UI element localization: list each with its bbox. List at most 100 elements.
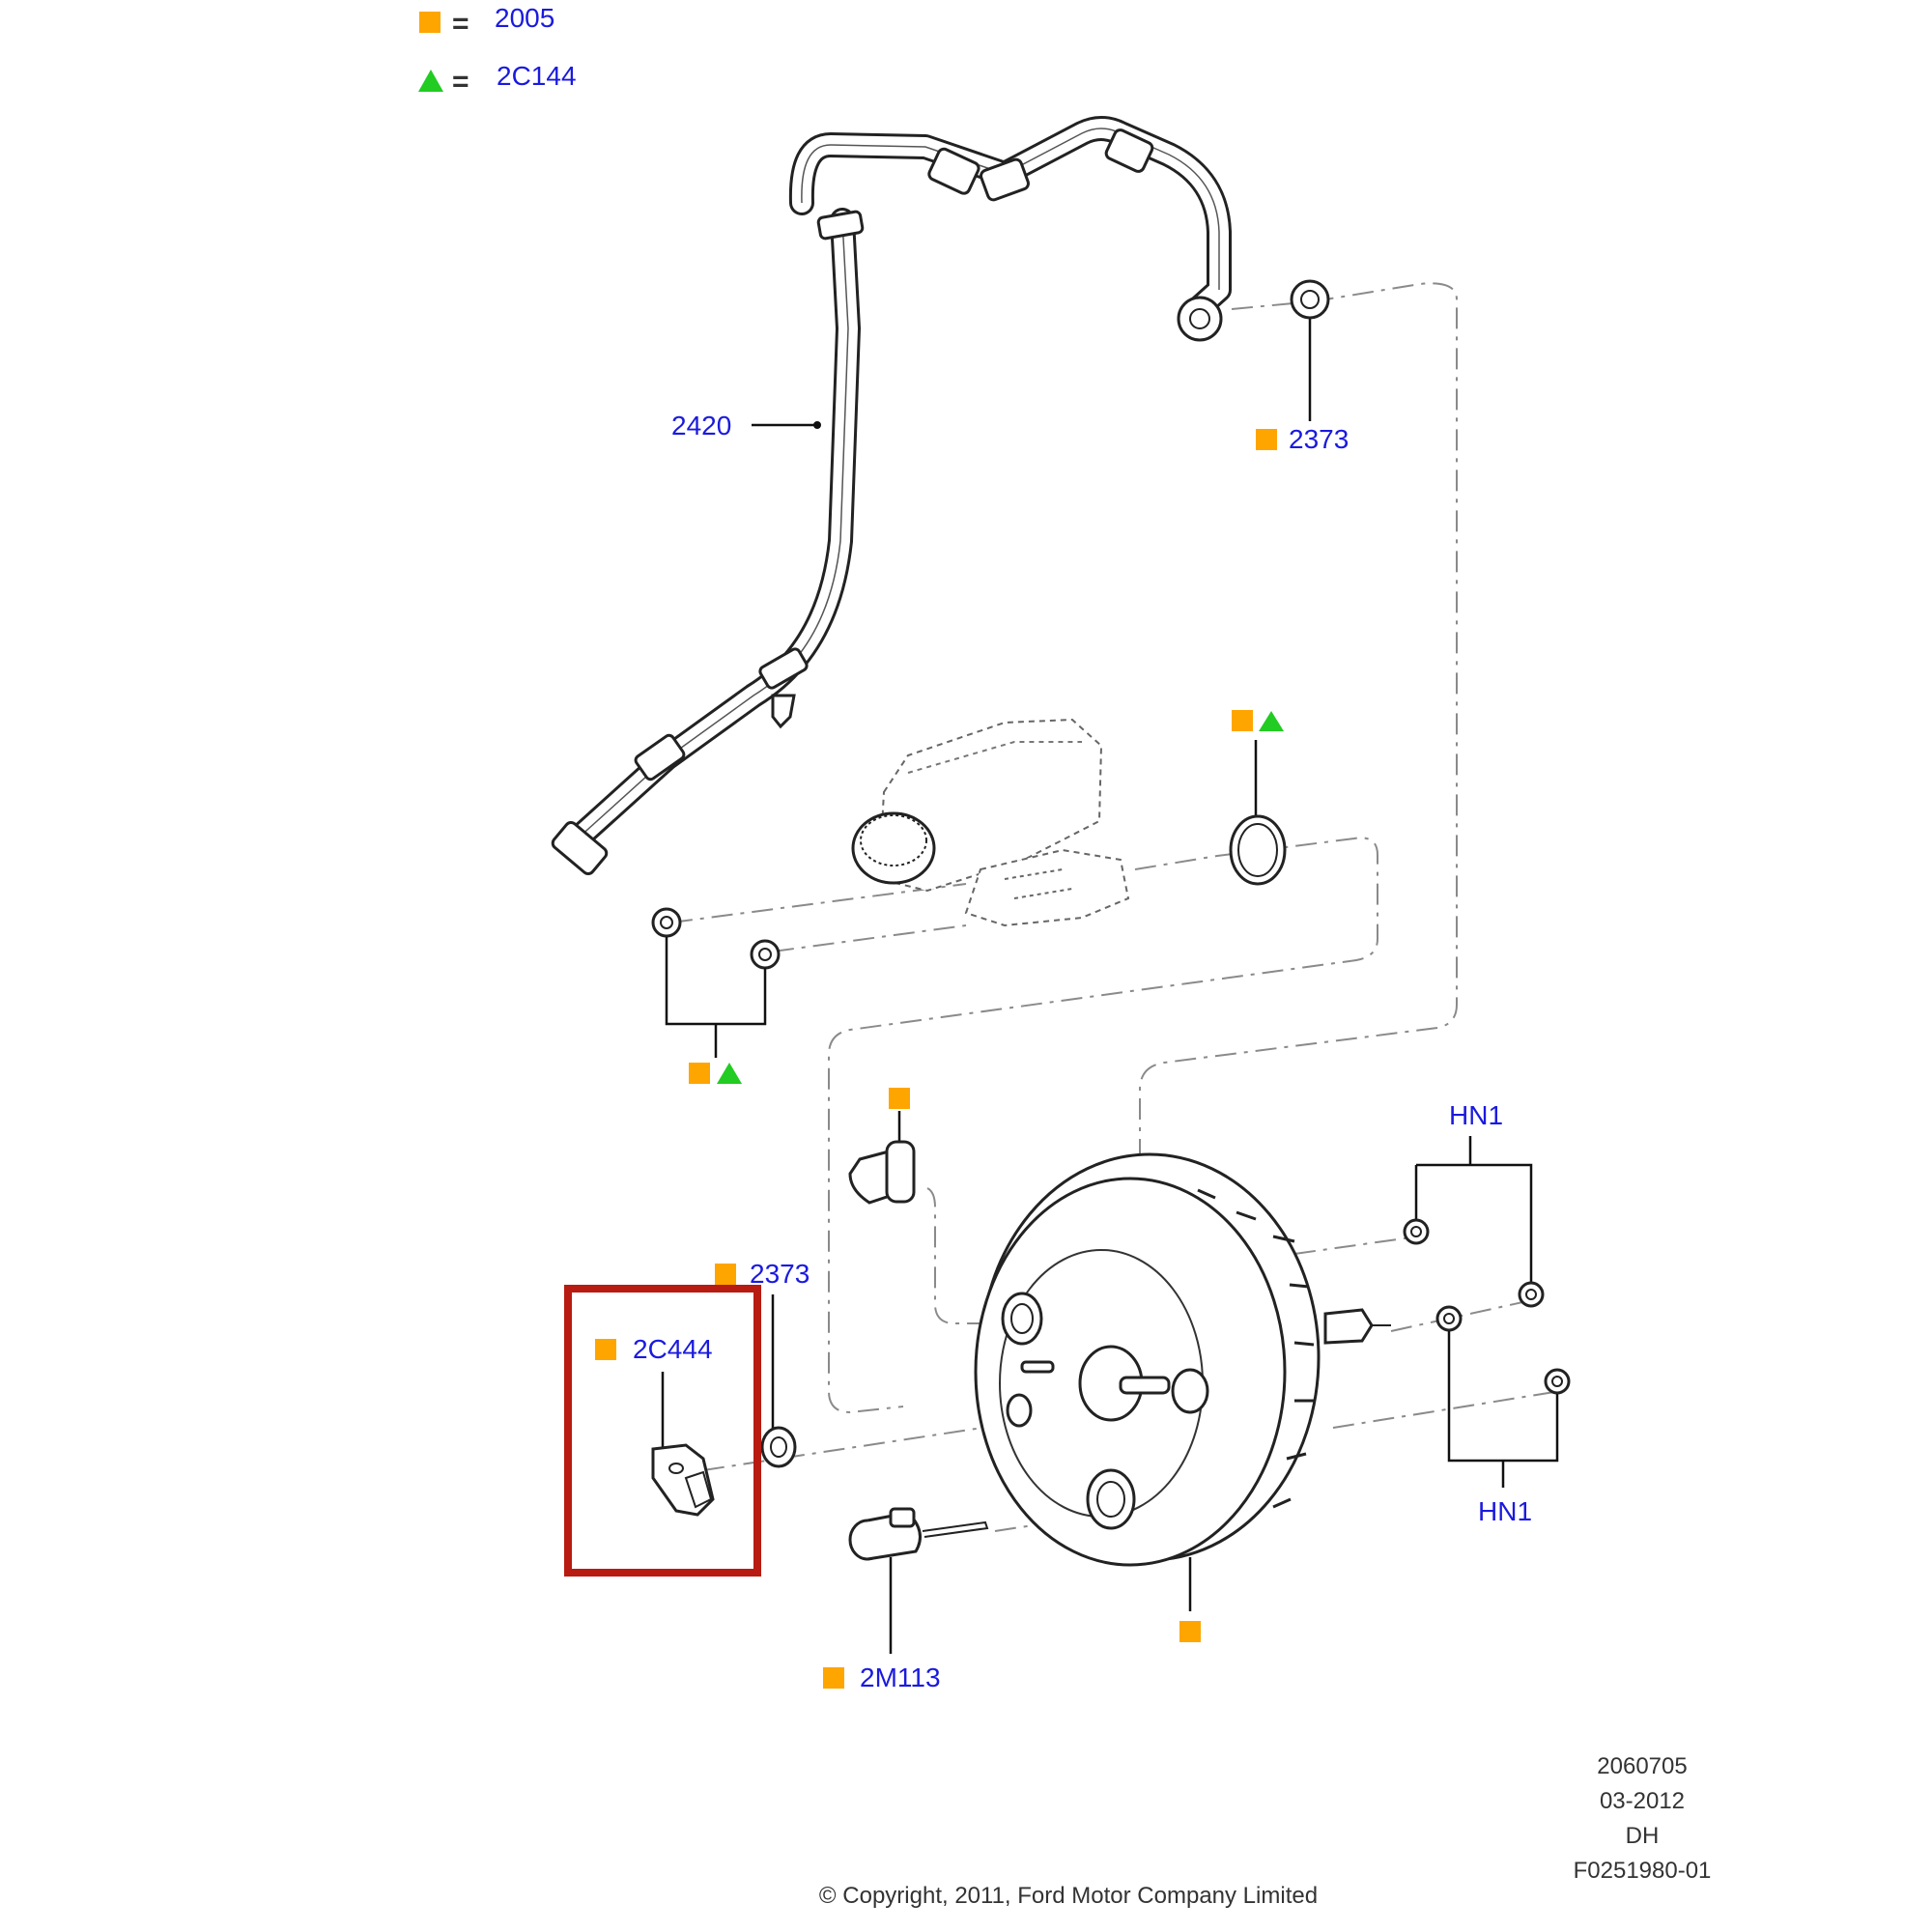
- check-valve-cap: [885, 1140, 916, 1204]
- check-valve: [848, 1088, 916, 1205]
- assembly-line-nut-3: [1332, 1390, 1561, 1429]
- nuts-lower-callout: HN1: [1478, 1496, 1532, 1526]
- seal-ring-outer: [1229, 814, 1287, 886]
- nut-upper-left-bore: [1410, 1226, 1422, 1237]
- hose-end-fitting: [551, 820, 609, 876]
- vacuum-hose: [551, 116, 1232, 876]
- drawing-date: 03-2012: [1600, 1788, 1685, 1814]
- assembly-line-middle: [828, 837, 1378, 1414]
- sensor-port: [668, 1463, 684, 1474]
- nuts-lower-bracket: [1447, 1331, 1559, 1488]
- grommet-lower-callout: 2373: [750, 1259, 810, 1289]
- hose-connector-top: [927, 147, 980, 195]
- grommet-top-inner: [1300, 290, 1320, 309]
- mc-nut-right: [750, 939, 781, 970]
- hose-leader-dot: [813, 421, 821, 429]
- assembly-line-nut-2: [1390, 1298, 1537, 1332]
- connector-tab: [889, 1507, 916, 1528]
- booster-port-upper: [1001, 1292, 1043, 1346]
- legend-square-marker: [419, 12, 440, 33]
- assembly-line-sensor: [702, 1425, 996, 1471]
- assembly-line-hose-port: [926, 1187, 1014, 1324]
- nuts-upper-bracket: [1414, 1136, 1533, 1283]
- legend-triangle-marker: [418, 70, 443, 92]
- hose-banjo-fitting: [1177, 296, 1223, 342]
- reservoir-cap: [851, 811, 936, 885]
- mc-nuts: [651, 907, 781, 1084]
- seal-square-marker: [1232, 710, 1253, 731]
- booster-rear-rod: [1323, 1308, 1374, 1345]
- drawing-meta: 2060705 03-2012 DH F0251980-01: [1574, 1753, 1712, 1884]
- grommet-lower-square-marker: [715, 1264, 736, 1285]
- highlight-box: [564, 1285, 761, 1577]
- assembly-line-nut-1: [1293, 1236, 1419, 1255]
- nut-lower-left: [1435, 1305, 1463, 1332]
- master-cylinder-bore: [1004, 868, 1073, 899]
- mc-nut-left-bore: [660, 916, 673, 929]
- hose-clip-top: [816, 210, 865, 241]
- seal-ring-inner: [1237, 823, 1278, 877]
- hose-connector-mid: [980, 157, 1030, 202]
- hose-clip-pin: [771, 694, 796, 729]
- booster-port-bottom-bore: [1096, 1481, 1125, 1518]
- drawing-code: DH: [1626, 1823, 1660, 1849]
- nuts-upper-callout: HN1: [1449, 1100, 1503, 1130]
- booster-square-marker: [1179, 1621, 1201, 1642]
- hose-clip-lower: [634, 733, 686, 781]
- mc-nuts-square-marker: [689, 1063, 710, 1084]
- brake-booster: [974, 1152, 1391, 1642]
- nut-lower-right: [1544, 1368, 1571, 1395]
- legend-equals-1: =: [452, 8, 469, 40]
- hose-tube-centerline: [577, 128, 1220, 839]
- connector-callout: 2M113: [860, 1662, 941, 1692]
- nut-lower-right-bore: [1551, 1376, 1563, 1387]
- nuts-upper: HN1: [1403, 1100, 1545, 1308]
- drawing-figure: F0251980-01: [1574, 1858, 1712, 1884]
- sensor-callout: 2C444: [633, 1334, 713, 1364]
- booster-port-upper-bore: [1010, 1303, 1034, 1334]
- booster-port-lower: [1006, 1393, 1033, 1428]
- assembly-line-right: [1139, 282, 1458, 1391]
- pressure-sensor: 2C444: [564, 1285, 761, 1577]
- assembly-line-reservoir-lower: [772, 924, 967, 952]
- master-cylinder: [851, 718, 1130, 927]
- hose-tube-inner: [568, 119, 1229, 848]
- hose-banjo-bore: [1189, 308, 1210, 329]
- mc-nuts-bracket: [665, 937, 767, 1058]
- hose-tube-outline: [565, 116, 1232, 851]
- legend-code-2005: 2005: [495, 3, 554, 33]
- sensor-connector: 2M113: [823, 1507, 989, 1692]
- legend: = 2005 = 2C144: [418, 3, 577, 98]
- grommet-top: 2373: [1256, 279, 1349, 454]
- hose-clip-mid: [758, 647, 809, 690]
- booster-rib-marks: [1197, 1188, 1315, 1509]
- sensor-square-marker: [595, 1339, 616, 1360]
- connector-square-marker: [823, 1667, 844, 1689]
- seal-triangle-marker: [1259, 711, 1284, 731]
- nut-upper-right: [1518, 1281, 1545, 1308]
- mc-nut-left: [651, 907, 682, 938]
- assembly-lines: [670, 282, 1561, 1532]
- mc-nut-right-bore: [758, 948, 772, 961]
- reservoir-lid-ridge: [907, 741, 1082, 774]
- connector-pin: [922, 1520, 989, 1538]
- drawing-number: 2060705: [1597, 1753, 1687, 1779]
- booster-pushrod: [1119, 1376, 1171, 1395]
- check-valve-square-marker: [889, 1088, 910, 1109]
- booster-port-bottom: [1086, 1468, 1136, 1530]
- grommet-lower: 2373: [715, 1259, 810, 1468]
- nut-upper-right-bore: [1525, 1289, 1537, 1300]
- sensor-plug: [684, 1470, 713, 1509]
- grommet-lower-outer: [760, 1426, 797, 1468]
- hose-callout-group: 2420: [671, 411, 821, 440]
- copyright: © Copyright, 2011, Ford Motor Company Li…: [819, 1883, 1318, 1909]
- hose-callout: 2420: [671, 411, 731, 440]
- legend-code-2c144: 2C144: [497, 61, 577, 91]
- nut-upper-left: [1403, 1218, 1430, 1245]
- hose-connector-right: [1104, 128, 1154, 173]
- grommet-top-outer: [1290, 279, 1330, 320]
- reservoir-cap-ring: [860, 814, 927, 867]
- booster-vent-cap: [1171, 1368, 1209, 1414]
- sensor-body: [651, 1443, 715, 1517]
